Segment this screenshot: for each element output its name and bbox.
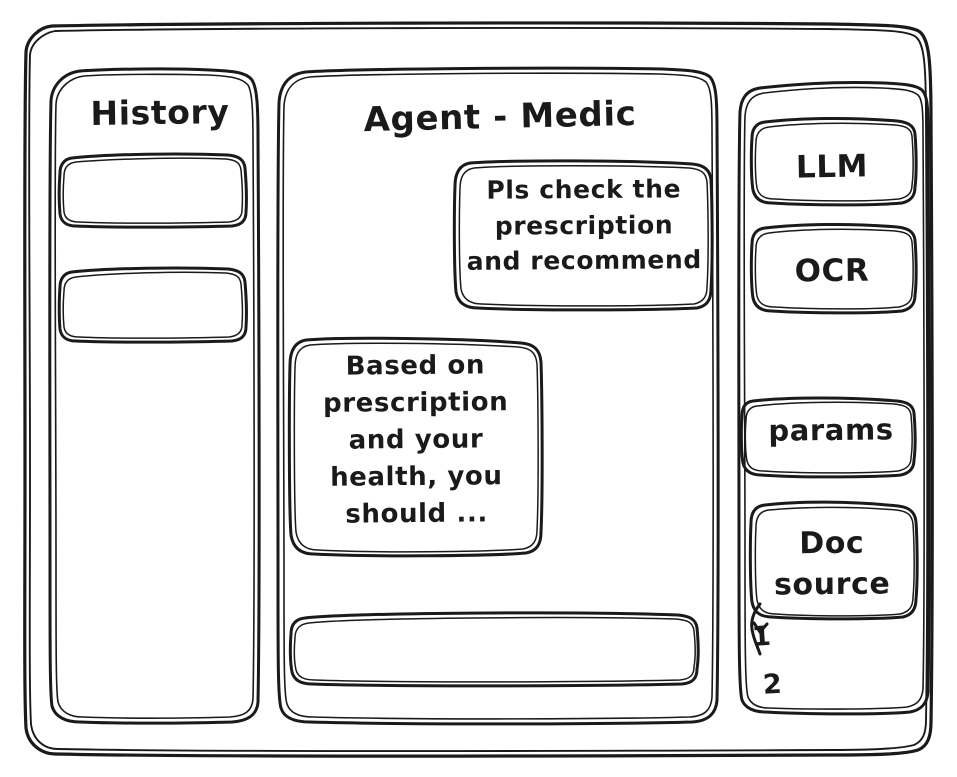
composer-input[interactable] (291, 613, 699, 687)
assistant-message-text: Based on prescription and your health, y… (322, 350, 509, 530)
llm-button-outline[interactable] (749, 116, 918, 207)
user-message-bubble (452, 159, 714, 312)
doc-source-marker-1[interactable]: 1 (750, 620, 773, 654)
doc-source-marker-2[interactable]: 2 (762, 668, 784, 701)
composer-input-outline[interactable] (288, 611, 700, 688)
history-item-2[interactable] (60, 269, 248, 343)
tool-button-llm[interactable] (752, 119, 916, 205)
history-item-boxes (57, 152, 248, 344)
tool-button-doc-source[interactable] (751, 502, 917, 619)
doc-source-box-outline[interactable] (748, 500, 919, 621)
tool-button-params[interactable] (742, 398, 916, 477)
main-panel-outline (276, 66, 720, 726)
history-panel-outline (48, 67, 261, 725)
tools-panel-outline (737, 80, 931, 716)
assistant-message-bubble (287, 336, 544, 558)
user-message-text: Pls check the prescription and recommend (466, 174, 702, 276)
tool-button-ocr[interactable] (752, 225, 916, 313)
ocr-button-outline[interactable] (749, 222, 918, 315)
history-panel-title: History (90, 92, 230, 133)
params-button-outline[interactable] (739, 396, 917, 479)
window-frame (23, 21, 934, 758)
doc-source-leader-line (750, 602, 769, 656)
page-title: Agent - Medic (363, 93, 637, 141)
history-item-1[interactable] (60, 155, 248, 229)
